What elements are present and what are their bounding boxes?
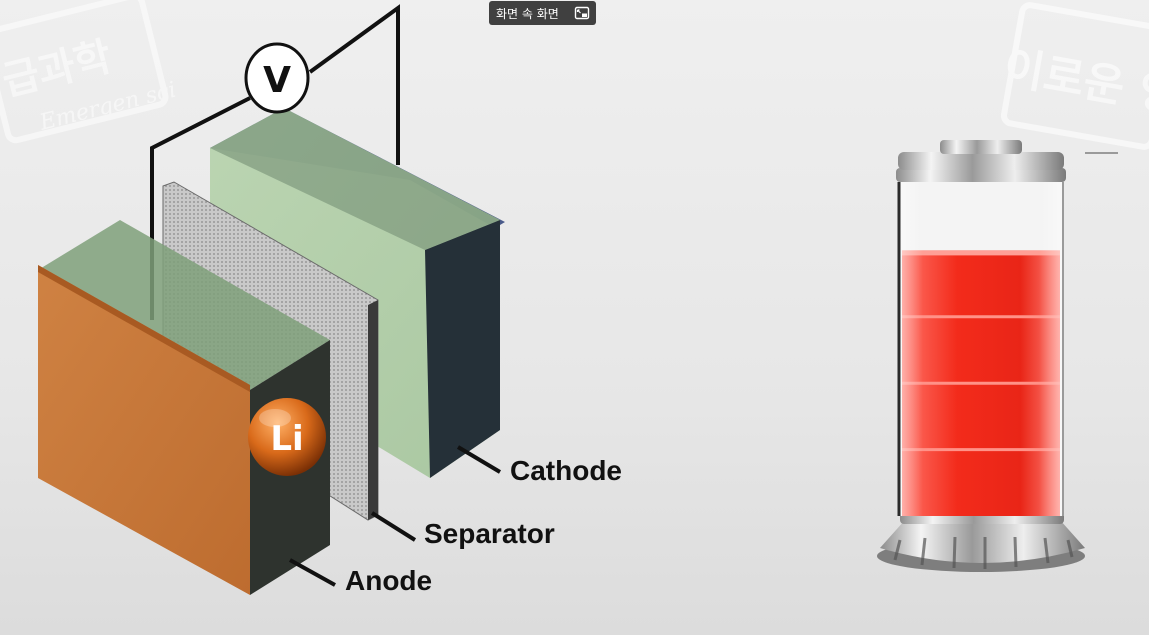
voltmeter: V xyxy=(244,42,310,114)
picture-in-picture-button[interactable]: 화면 속 화면 xyxy=(489,1,596,25)
anode-slab xyxy=(38,220,330,595)
lithium-ion: Li xyxy=(248,398,326,476)
watermark-logo-left: 급과학 Emergen sci xyxy=(0,0,179,144)
battery-illustration xyxy=(877,140,1118,572)
voltmeter-symbol: V xyxy=(263,60,291,101)
watermark-right-text: 이로운 영어 xyxy=(1000,42,1149,130)
picture-in-picture-icon xyxy=(574,6,590,20)
watermark-logo-right: 이로운 영어 xyxy=(1000,2,1149,150)
lithium-ion-label: Li xyxy=(270,419,303,459)
anode-label: Anode xyxy=(345,565,432,596)
battery-base xyxy=(877,512,1085,572)
label-leader-lines xyxy=(289,445,502,587)
cathode-label: Cathode xyxy=(510,455,622,486)
battery-cap xyxy=(896,140,1066,182)
pip-button-label: 화면 속 화면 xyxy=(496,6,559,21)
separator-label: Separator xyxy=(424,518,555,549)
watermark-left-text: 급과학 xyxy=(0,34,116,105)
